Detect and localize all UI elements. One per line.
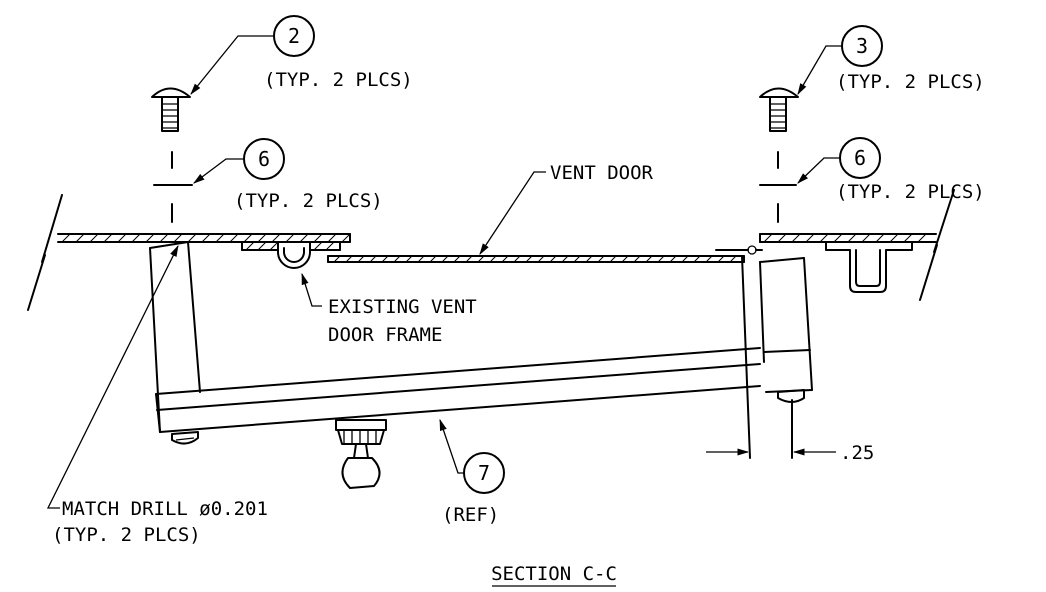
- skin-right: [759, 189, 955, 301]
- balloon-item-6-right: 6 (TYP. 2 PLCS): [797, 137, 985, 203]
- svg-text:MATCH DRILL ø0.201: MATCH DRILL ø0.201: [62, 498, 268, 520]
- foot-left: [171, 431, 199, 445]
- dimension-text: .25: [840, 442, 874, 464]
- foot-right: [777, 389, 805, 459]
- existing-vent-door-frame: [241, 241, 341, 269]
- note-typ-3: (TYP. 2 PLCS): [836, 71, 985, 93]
- svg-text:DOOR FRAME: DOOR FRAME: [328, 324, 442, 346]
- note-typ-6-left: (TYP. 2 PLCS): [234, 190, 383, 212]
- svg-text:3: 3: [856, 34, 868, 58]
- bottom-beam: [155, 347, 761, 433]
- skin-left: [27, 194, 351, 311]
- screw-right: [759, 87, 799, 223]
- section-title: SECTION C-C: [491, 563, 617, 587]
- vent-door-panel: [327, 255, 745, 263]
- balloon-item-2: 2 (TYP. 2 PLCS): [190, 15, 413, 95]
- note-ref: (REF): [442, 504, 499, 526]
- balloon-item-3: 3 (TYP. 2 PLCS): [797, 25, 985, 96]
- callout-match-drill: MATCH DRILL ø0.201 (TYP. 2 PLCS): [46, 244, 268, 546]
- balloon-item-6-left: 6 (TYP. 2 PLCS): [193, 138, 383, 212]
- screw-left: [151, 87, 191, 223]
- svg-text:(TYP. 2 PLCS): (TYP. 2 PLCS): [52, 524, 201, 546]
- callout-vent-door: VENT DOOR: [479, 162, 654, 255]
- strut-right: [741, 255, 813, 459]
- note-typ-2: (TYP. 2 PLCS): [264, 69, 413, 91]
- hinge: [715, 245, 763, 255]
- svg-text:7: 7: [478, 461, 490, 485]
- svg-text:6: 6: [258, 147, 270, 171]
- leveling-adjuster: [335, 419, 387, 489]
- callout-existing-frame: EXISTING VENT DOOR FRAME: [301, 272, 477, 346]
- balloon-item-7: 7 (REF): [439, 418, 505, 526]
- dimension-025: .25: [706, 442, 874, 464]
- svg-text:VENT DOOR: VENT DOOR: [550, 162, 654, 184]
- svg-text:EXISTING VENT: EXISTING VENT: [328, 296, 477, 318]
- strut-left: [149, 241, 201, 433]
- svg-text:6: 6: [854, 146, 866, 170]
- svg-text:SECTION C-C: SECTION C-C: [491, 563, 617, 585]
- svg-text:2: 2: [288, 24, 300, 48]
- note-typ-6-right: (TYP. 2 PLCS): [836, 181, 985, 203]
